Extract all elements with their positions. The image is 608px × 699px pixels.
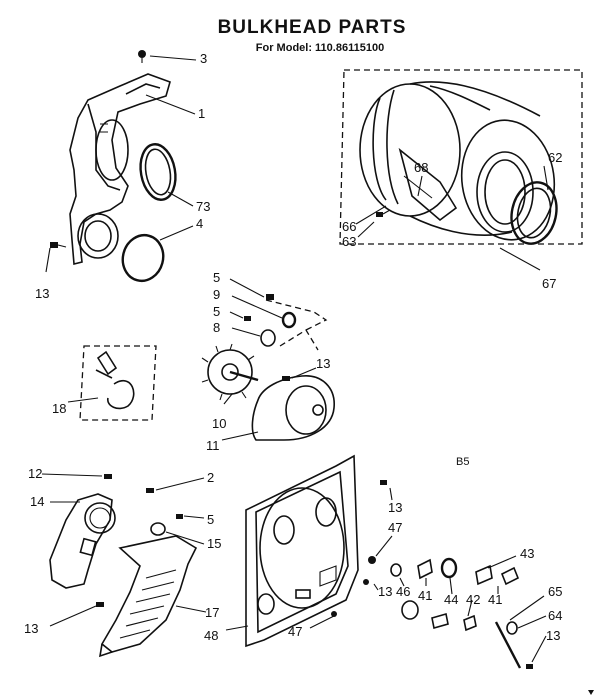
heater-duct-17-icon: [98, 535, 198, 658]
callout-13-strap: 13: [546, 628, 560, 643]
screw-13-lint-icon: [96, 602, 104, 607]
ground-wire-43-icon: [475, 564, 493, 586]
bracket-41-icon: [417, 558, 433, 580]
callout-13-bulkhead: 13: [388, 500, 402, 515]
callout-44: 44: [444, 592, 458, 607]
screw-5-icon: [266, 294, 274, 300]
callout-17: 17: [205, 605, 219, 620]
drum-67-icon: [359, 81, 556, 241]
callout-11: 11: [206, 438, 220, 453]
callout-5-lower: 5: [207, 512, 214, 527]
clip-15-icon: [150, 522, 166, 536]
drum-seal-62-icon: [510, 181, 558, 245]
blower-impeller-10-icon: [201, 343, 259, 401]
callout-66: 66: [342, 219, 356, 234]
callout-15: 15: [207, 536, 221, 551]
callout-63: 63: [342, 234, 356, 249]
page-code: B5: [456, 456, 469, 468]
blower-parts-guide: [265, 299, 328, 331]
bearing-cup-icon: [401, 600, 419, 620]
callout-43: 43: [520, 546, 534, 561]
callout-4: 4: [196, 216, 203, 231]
screw-63-icon: [376, 209, 391, 217]
diagram-title: BULKHEAD PARTS: [218, 17, 407, 38]
washer-9-icon: [281, 311, 297, 329]
callout-48: 48: [204, 628, 218, 643]
callout-12: 12: [28, 466, 42, 481]
nut-8-icon: [260, 329, 276, 347]
callout-13-blower: 13: [316, 356, 330, 371]
callout-13-row: 13: [378, 584, 392, 599]
screw-2-icon: [146, 488, 154, 493]
callout-10: 10: [212, 416, 226, 431]
corner-mark-icon: [588, 690, 594, 695]
callout-1: 1: [198, 106, 205, 121]
clip-41-icon: [463, 614, 477, 632]
rear-bulkhead-48-icon: [245, 454, 359, 648]
callout-14: 14: [30, 494, 44, 509]
screw-5-lint-icon: [176, 514, 183, 519]
screw-12-icon: [104, 474, 112, 479]
wiring-kit-box: [79, 345, 157, 421]
callout-18: 18: [52, 401, 66, 416]
callout-67: 67: [542, 276, 556, 291]
screw-13-bulkhead-icon: [380, 480, 387, 485]
callout-5-mid: 5: [213, 304, 220, 319]
screw-3-icon: [138, 50, 146, 63]
callout-46: 46: [396, 584, 410, 599]
screw-13-strap-icon: [526, 664, 533, 669]
screw-13-icon: [50, 242, 67, 248]
bearing-44-icon: [440, 557, 458, 579]
callout-2: 2: [207, 470, 214, 485]
nut-46-icon: [390, 563, 402, 577]
callout-64: 64: [548, 608, 562, 623]
front-bulkhead-bracket: [69, 73, 171, 266]
callout-13-lower-left: 13: [24, 621, 38, 636]
bearing-hardware-row: [331, 556, 533, 669]
callout-8: 8: [213, 320, 220, 335]
callout-73: 73: [196, 199, 210, 214]
drum-assembly-box: [339, 69, 583, 245]
callout-9: 9: [213, 287, 220, 302]
screw-5-lower-icon: [244, 316, 251, 321]
callout-13-upper-left: 13: [35, 286, 49, 301]
bolt-64-icon: [506, 621, 518, 635]
lint-housing-14-icon: [49, 493, 116, 589]
wire-harness-18-icon: [95, 350, 135, 410]
callout-65: 65: [548, 584, 562, 599]
support-strap-65-icon: [494, 621, 522, 669]
callout-62: 62: [548, 150, 562, 165]
spring-42-icon: [431, 612, 449, 630]
screw-13-row-icon: [363, 579, 369, 585]
callout-68: 68: [414, 160, 428, 175]
blower-housing-11-icon: [251, 375, 335, 441]
callout-47-top: 47: [388, 520, 402, 535]
callout-3: 3: [200, 51, 207, 66]
model-subtitle: For Model: 110.86115100: [256, 42, 384, 54]
callout-42: 42: [466, 592, 480, 607]
screw-47-icon: [368, 556, 376, 564]
seal-73-icon: [139, 143, 177, 201]
callout-47-bottom: 47: [288, 624, 302, 639]
callout-5-top: 5: [213, 270, 220, 285]
callout-41-left: 41: [418, 588, 432, 603]
felt-ring-4-icon: [121, 233, 165, 283]
callout-41-right: 41: [488, 592, 502, 607]
